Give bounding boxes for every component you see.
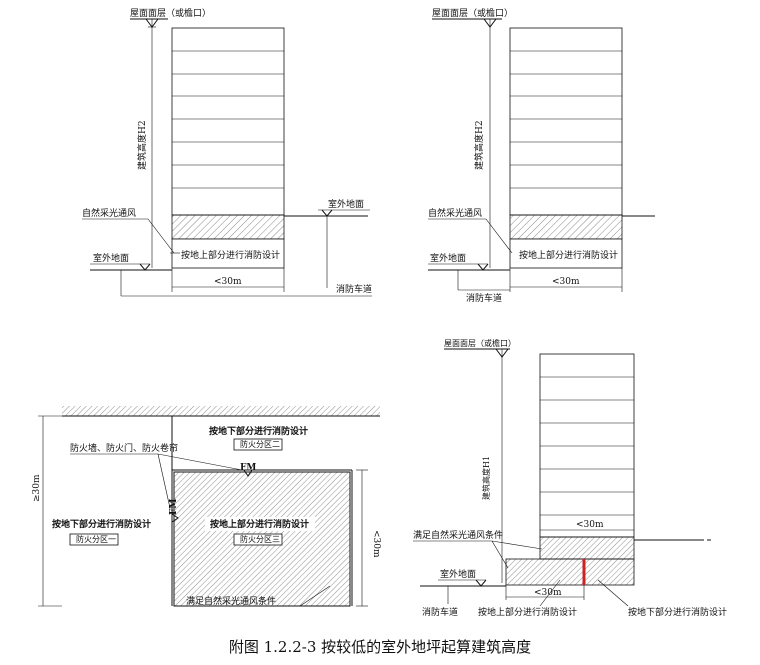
fire-road-label-d: 消防车道 bbox=[422, 606, 458, 618]
natural-cond-label: 满足自然采光通风条件 bbox=[413, 529, 503, 541]
above-ground-label-d: 按地上部分进行消防设计 bbox=[478, 606, 577, 618]
bottom-condition-label: 满足自然采光通风条件 bbox=[186, 595, 276, 607]
wall-label: 防火墙、防火门、防火卷帘 bbox=[70, 442, 178, 454]
height-label-b: 建筑高度H2 bbox=[473, 120, 485, 170]
zone1-tag: 防火分区一 bbox=[76, 534, 116, 544]
outdoor-high-label-a: 室外地面 bbox=[328, 198, 364, 210]
zone2-title: 按地下部分进行消防设计 bbox=[209, 425, 308, 437]
width-label-b: <30m bbox=[552, 277, 580, 287]
width-label-a: <30m bbox=[214, 277, 242, 287]
hatched-level-d bbox=[539, 536, 635, 560]
fm-label-top: FM bbox=[240, 463, 256, 473]
diagram-b: 屋面面层（或檐口） 建筑高度H2 按地上部分进行消防设计 自然采光通风 室外地面… bbox=[428, 7, 655, 304]
zone3-title: 按地上部分进行消防设计 bbox=[210, 518, 309, 530]
zone3-tag: 防火分区三 bbox=[240, 534, 280, 544]
hatched-floor-a bbox=[171, 214, 285, 240]
left-dim-label: ≥30m bbox=[32, 474, 42, 502]
roof-label-a: 屋面面层（或檐口） bbox=[130, 7, 211, 19]
outdoor-low-label-a: 室外地面 bbox=[93, 252, 129, 264]
tower-d bbox=[539, 353, 635, 538]
diagram-c: 按地下部分进行消防设计 防火分区二 防火墙、防火门、防火卷帘 FM FM 按地下… bbox=[32, 406, 381, 607]
width-bottom-label: <30m bbox=[534, 588, 562, 598]
natural-light-label-b: 自然采光通风 bbox=[428, 207, 482, 219]
outdoor-label-d: 室外地面 bbox=[440, 568, 476, 580]
tower-a bbox=[171, 27, 285, 216]
height-label-d: 建筑高度H1 bbox=[481, 456, 491, 500]
right-dim-label: <30m bbox=[371, 530, 381, 558]
figure-caption: 附图 1.2.2-3 按较低的室外地坪起算建筑高度 bbox=[229, 638, 531, 656]
height-label-a: 建筑高度H2 bbox=[136, 120, 148, 170]
above-ground-label-a: 按地上部分进行消防设计 bbox=[181, 249, 280, 261]
roof-label-d: 屋面面层（或檐口） bbox=[444, 338, 516, 348]
diagram-a: 屋面面层（或檐口） 建筑高度H2 按地上部分进行消防设计 自然采光通风 室外地面… bbox=[82, 7, 372, 297]
width-top-label: <30m bbox=[576, 520, 604, 530]
zone2-tag: 防火分区二 bbox=[240, 439, 280, 449]
lower-block-d bbox=[505, 558, 635, 586]
hatched-floor-b bbox=[509, 214, 623, 240]
natural-light-label-a: 自然采光通风 bbox=[82, 207, 136, 219]
fire-road-label-b: 消防车道 bbox=[466, 292, 502, 304]
below-ground-label-d: 按地下部分进行消防设计 bbox=[628, 606, 727, 618]
zone1-title: 按地下部分进行消防设计 bbox=[52, 518, 151, 530]
outdoor-low-label-b: 室外地面 bbox=[430, 252, 466, 264]
tower-b bbox=[509, 27, 623, 216]
roof-label-b: 屋面面层（或檐口） bbox=[432, 7, 513, 19]
above-ground-label-b: 按地上部分进行消防设计 bbox=[519, 249, 618, 261]
diagram-d: 屋面面层（或檐口） 建筑高度H1 <30m 满足自然采光通风条件 室外地面 bbox=[413, 338, 727, 618]
fire-road-label-a: 消防车道 bbox=[336, 283, 372, 295]
fm-label-side: FM bbox=[169, 499, 179, 515]
